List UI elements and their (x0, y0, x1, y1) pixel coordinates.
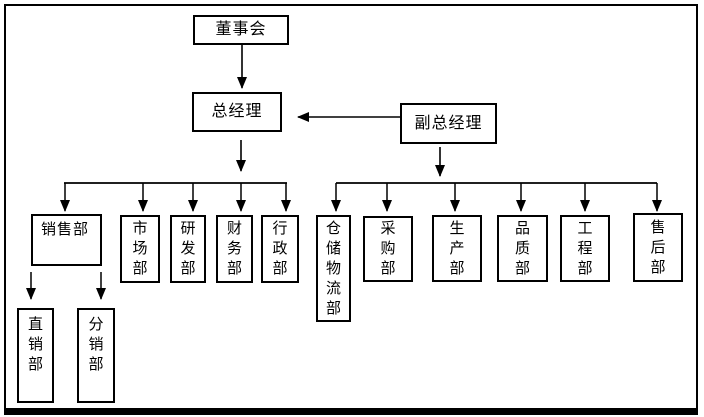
node-label: 仓 储 物 流 部 (325, 219, 341, 317)
node-distribution: 分 销 部 (77, 308, 115, 403)
node-finance: 财 务 部 (216, 215, 253, 283)
node-label: 总经理 (211, 103, 263, 120)
node-engineering: 工 程 部 (560, 215, 610, 282)
node-direct-sales: 直 销 部 (17, 308, 54, 403)
node-production: 生 产 部 (432, 215, 482, 282)
node-marketing: 市 场 部 (120, 215, 160, 283)
node-warehouse-logistics: 仓 储 物 流 部 (316, 215, 351, 322)
node-label: 董事会 (215, 21, 267, 38)
node-label: 市 场 部 (132, 220, 148, 277)
node-label: 行 政 部 (272, 220, 288, 277)
node-quality: 品 质 部 (497, 215, 548, 282)
node-purchasing: 采 购 部 (363, 216, 413, 282)
node-label: 采 购 部 (380, 220, 396, 277)
node-deputy-general-manager: 副总经理 (400, 103, 497, 144)
node-label: 副总经理 (414, 114, 483, 132)
node-label: 销售部 (41, 221, 90, 238)
node-label: 研 发 部 (180, 220, 196, 277)
chart-border (4, 4, 698, 415)
node-rnd: 研 发 部 (170, 215, 206, 283)
node-label: 财 务 部 (226, 220, 242, 277)
node-label: 直 销 部 (27, 316, 43, 373)
node-after-sales: 售 后 部 (633, 213, 683, 282)
node-label: 生 产 部 (449, 219, 465, 277)
node-administration: 行 政 部 (261, 215, 299, 283)
node-sales: 销售部 (31, 214, 102, 266)
node-label: 品 质 部 (514, 219, 530, 277)
node-label: 工 程 部 (577, 219, 593, 277)
node-board: 董事会 (193, 15, 289, 45)
node-general-manager: 总经理 (192, 92, 282, 132)
node-label: 售 后 部 (650, 218, 666, 276)
node-label: 分 销 部 (88, 316, 104, 373)
